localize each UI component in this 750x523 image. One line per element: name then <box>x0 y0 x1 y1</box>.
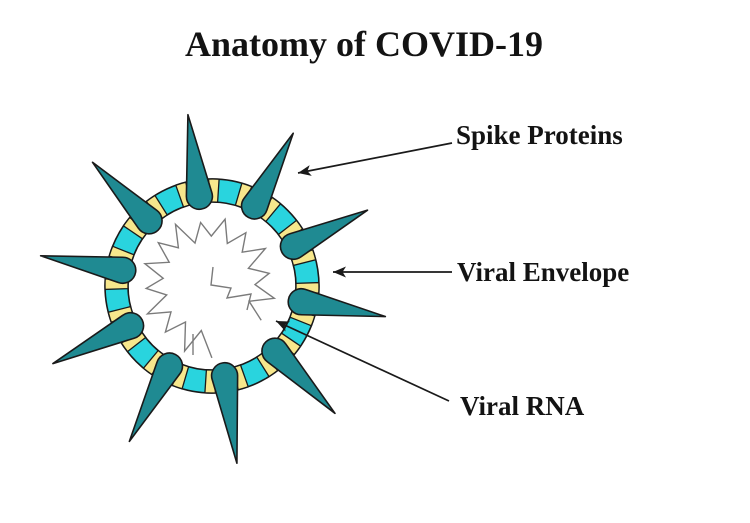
spike-protein <box>185 113 214 211</box>
viral-rna-strand <box>143 217 277 359</box>
spike-protein <box>210 361 239 465</box>
spike-protein <box>52 311 145 365</box>
page-title: Anatomy of COVID-19 <box>185 24 543 64</box>
spike-protein <box>91 161 163 235</box>
spike-protein <box>128 352 184 443</box>
spike-protein <box>287 287 387 318</box>
spike-protein <box>240 132 295 220</box>
label-spike-proteins: Spike Proteins <box>456 120 623 150</box>
viral-rna-fragment <box>210 266 252 311</box>
label-viral-envelope: Viral Envelope <box>457 257 630 287</box>
label-viral-rna: Viral RNA <box>460 391 585 421</box>
arrow-spike-proteins <box>297 142 453 176</box>
arrow-viral-rna <box>275 320 450 402</box>
spike-protein <box>39 254 137 285</box>
spike-protein <box>279 209 369 261</box>
spike-protein <box>261 337 336 415</box>
